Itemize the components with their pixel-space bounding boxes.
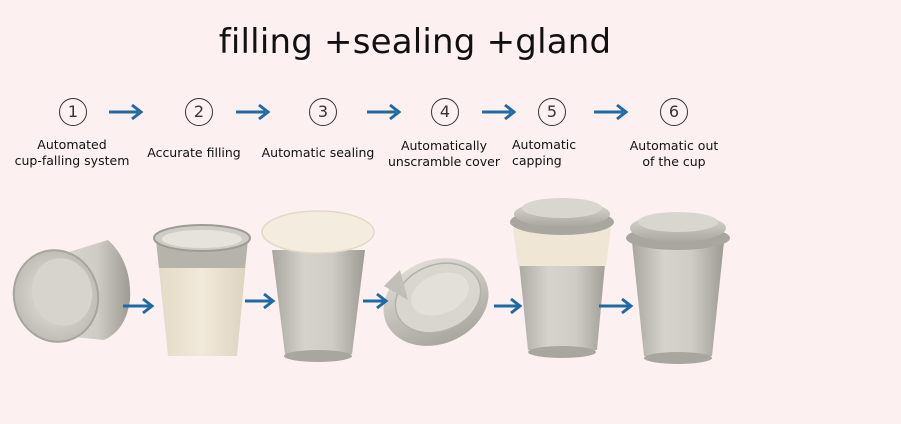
- step-4-number: 4: [431, 98, 459, 126]
- step-1-label: Automated cup-falling system: [14, 137, 130, 168]
- cup-6-out: [626, 212, 730, 364]
- cup-1-falling: [12, 240, 131, 343]
- cup-2-filled: [153, 224, 251, 356]
- bottom-arrow-1-icon: [123, 297, 155, 315]
- step-2-number: 2: [185, 98, 213, 126]
- step-3-number: 3: [309, 98, 337, 126]
- top-arrow-1-icon: [109, 103, 144, 121]
- step-4-label: Automatically unscramble cover: [387, 138, 501, 169]
- step-1-number: 1: [59, 98, 87, 126]
- step-5-number: 5: [538, 98, 566, 126]
- cover-4-unscrambled: [383, 258, 489, 346]
- cup-5-capped: [510, 198, 614, 358]
- bottom-arrow-5-icon: [599, 297, 634, 315]
- bottom-arrow-4-icon: [494, 297, 523, 315]
- step-3-label: Automatic sealing: [261, 145, 375, 160]
- step-6-number: 6: [660, 98, 688, 126]
- step-2-label: Accurate filling: [147, 145, 241, 160]
- step-6-label: Automatic out of the cup: [629, 138, 719, 169]
- step-5-label: Automatic capping: [512, 137, 577, 168]
- diagram-title: filling +sealing +gland: [218, 22, 612, 62]
- bottom-arrow-3-icon: [363, 292, 389, 310]
- top-arrow-4-icon: [482, 103, 517, 121]
- top-arrow-2-icon: [236, 103, 271, 121]
- bottom-arrow-2-icon: [245, 292, 276, 310]
- cup-3-sealed: [261, 210, 375, 362]
- top-arrow-5-icon: [594, 103, 629, 121]
- top-arrow-3-icon: [367, 103, 402, 121]
